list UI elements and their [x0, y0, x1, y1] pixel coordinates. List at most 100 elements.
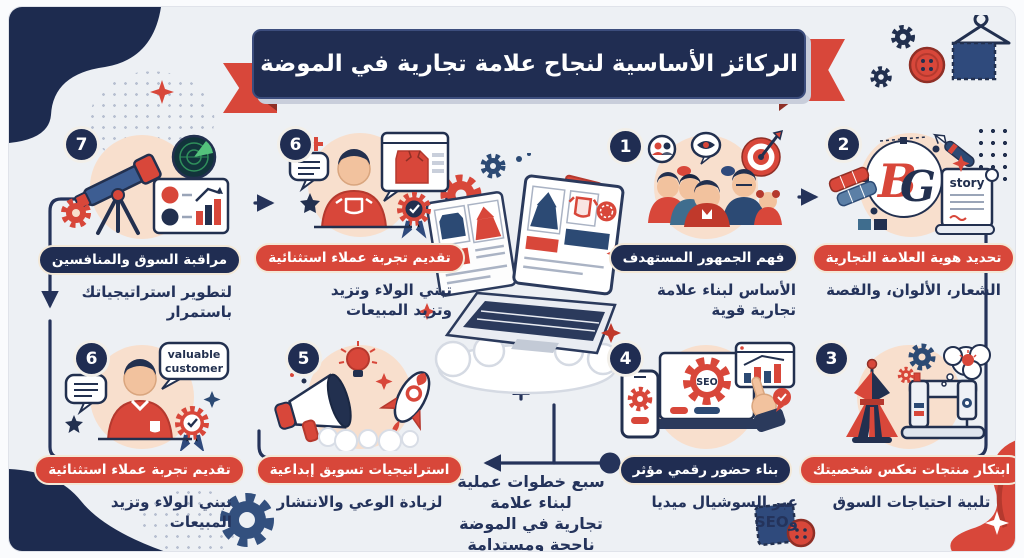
- step-5: 5: [255, 339, 464, 512]
- speech-bubble-icon: [288, 151, 330, 193]
- users-bubble-icon: [647, 134, 677, 164]
- swatch-square: [858, 219, 871, 230]
- megaphone-icon: [274, 373, 352, 443]
- step-6-number-badge: 6: [280, 129, 311, 160]
- hanger-button-gears-decoration: [870, 15, 1011, 88]
- title-banner: الركائز الأساسية لنجاح علامة تجارية في ا…: [252, 29, 806, 99]
- step-3-description: تلبية احتياجات السوق: [832, 493, 991, 511]
- bottom-left-blob: [9, 469, 164, 551]
- laptop-seo-icon: SEO: [650, 351, 762, 429]
- gear-icon: [891, 25, 915, 49]
- analytics-window-icon: [152, 177, 230, 235]
- step-1-number-badge: 1: [610, 131, 641, 162]
- gear-icon: [480, 153, 506, 179]
- step-4-number-badge: 4: [610, 343, 641, 374]
- plus-icon: [309, 137, 323, 151]
- story-text: story: [950, 176, 985, 190]
- step-6-duplicate: 6 valuable customer: [34, 339, 245, 533]
- step-1-description: الأساس لبناء علامة تجارية قوية: [656, 281, 796, 320]
- phone-icon: [620, 369, 660, 439]
- person-icon: [106, 359, 174, 440]
- sparkle-icon: [203, 391, 221, 408]
- valuable-customer-icon: valuable customer: [64, 341, 230, 453]
- star-icon: [300, 193, 320, 213]
- red-sparkle: [419, 303, 436, 320]
- red-sparkle: [375, 373, 393, 390]
- step-7: 7: [37, 129, 242, 323]
- step-4-description: عبر السوشيال ميديا وSEO: [651, 493, 798, 532]
- people-group-icon: [648, 169, 782, 227]
- pointing-hand-icon: [751, 376, 786, 432]
- step-6: 6: [254, 127, 465, 321]
- step-7-description: لتطوير استراتيجياتك باستمرار: [81, 283, 232, 322]
- central-laptop-illustration: ٪: [419, 153, 625, 395]
- navy-gear-bottom: [220, 493, 274, 547]
- dress-mannequin-icon: [846, 358, 898, 443]
- gear-icon: [908, 343, 936, 371]
- thought-blob: [721, 166, 735, 176]
- telescope-icon: [74, 153, 162, 235]
- gear-icon: [870, 66, 892, 88]
- page-title: الركائز الأساسية لنجاح علامة تجارية في ا…: [260, 51, 798, 77]
- red-sparkle: [601, 323, 621, 343]
- svg-text:B: B: [876, 154, 917, 208]
- marketing-megaphone-rocket-icon: [274, 341, 431, 453]
- step-7-label: مراقبة السوق والمنافسين: [37, 245, 242, 275]
- step-6b-number-badge: 6: [76, 343, 107, 374]
- step-5-number-badge: 5: [288, 343, 319, 374]
- fountain-pen-icon: [932, 133, 975, 168]
- step-6b-description: تبني الولاء وتزيد المبيعات: [110, 493, 232, 532]
- rocket-icon: [378, 371, 431, 435]
- swatch-square: [874, 219, 887, 230]
- step-3: 3: [798, 339, 1015, 512]
- step-7-number-badge: 7: [66, 129, 97, 160]
- infographic-panel: الركائز الأساسية لنجاح علامة تجارية في ا…: [8, 6, 1016, 552]
- step-4: 4 SEO: [603, 339, 808, 533]
- logo-construction-circle: [862, 136, 943, 218]
- valuable-customer-bubble: valuable customer: [158, 341, 230, 390]
- color-swatches-icon: [828, 166, 878, 207]
- eye-bubble-icon: [690, 131, 722, 165]
- svg-text:G: G: [900, 162, 936, 211]
- thought-blob: [677, 166, 691, 176]
- person-icon: [320, 149, 388, 228]
- red-sparkle: [952, 155, 970, 172]
- digital-presence-icon: SEO: [620, 341, 796, 449]
- story-scroll-icon: story: [935, 167, 999, 235]
- step-2-number-badge: 2: [828, 129, 859, 160]
- center-caption: سبع خطوات عملية لبناء علامة تجارية في ال…: [457, 472, 605, 552]
- step-4-label: بناء حضور رقمي مؤثر: [618, 455, 793, 485]
- step-3-label: ابتكار منتجات تعكس شخصيتك: [798, 455, 1015, 485]
- step-6b-label: تقديم تجربة عملاء استثنائية: [34, 455, 245, 485]
- valuable-text: valuable: [168, 348, 221, 361]
- button-icon: [908, 46, 946, 84]
- ribbon-fold-right: [779, 99, 795, 111]
- fabric-swatch-button: [754, 502, 816, 548]
- quality-badge-icon: [175, 406, 209, 453]
- customer-experience-icon: [288, 131, 450, 239]
- laptop-keyboard: [444, 291, 617, 355]
- step-5-description: لزيادة الوعي والانتشار: [276, 493, 443, 511]
- step-6-description: تبني الولاء وتزيد وتزيد المبيعات: [330, 281, 452, 320]
- ribbon-fold-left: [261, 99, 277, 111]
- dot: [516, 156, 522, 162]
- target-audience-icon: [647, 129, 784, 239]
- lightbulb-icon: [338, 341, 378, 377]
- step-3-number-badge: 3: [816, 343, 847, 374]
- step-1-label: فهم الجمهور المستهدف: [608, 243, 799, 273]
- brand-logo-letters: B G: [876, 154, 936, 211]
- seo-text: SEO: [696, 377, 717, 388]
- seo-gear-icon: SEO: [683, 357, 731, 405]
- star-icon: [65, 415, 83, 433]
- customer-text: customer: [165, 362, 224, 375]
- step-2-description: الشعار، الألوان، والقصة: [826, 281, 1001, 299]
- dot: [527, 153, 531, 156]
- gear-icon: [897, 366, 915, 384]
- target-icon: [741, 129, 784, 177]
- step-2-label: تحديد هوية العلامة التجارية: [811, 243, 1015, 273]
- chart-window-icon: [734, 341, 796, 389]
- top-left-blob: [9, 7, 161, 143]
- step-1: 1: [601, 127, 806, 321]
- browser-jacket-icon: [380, 131, 450, 202]
- red-sparkle-top-left: [150, 80, 174, 104]
